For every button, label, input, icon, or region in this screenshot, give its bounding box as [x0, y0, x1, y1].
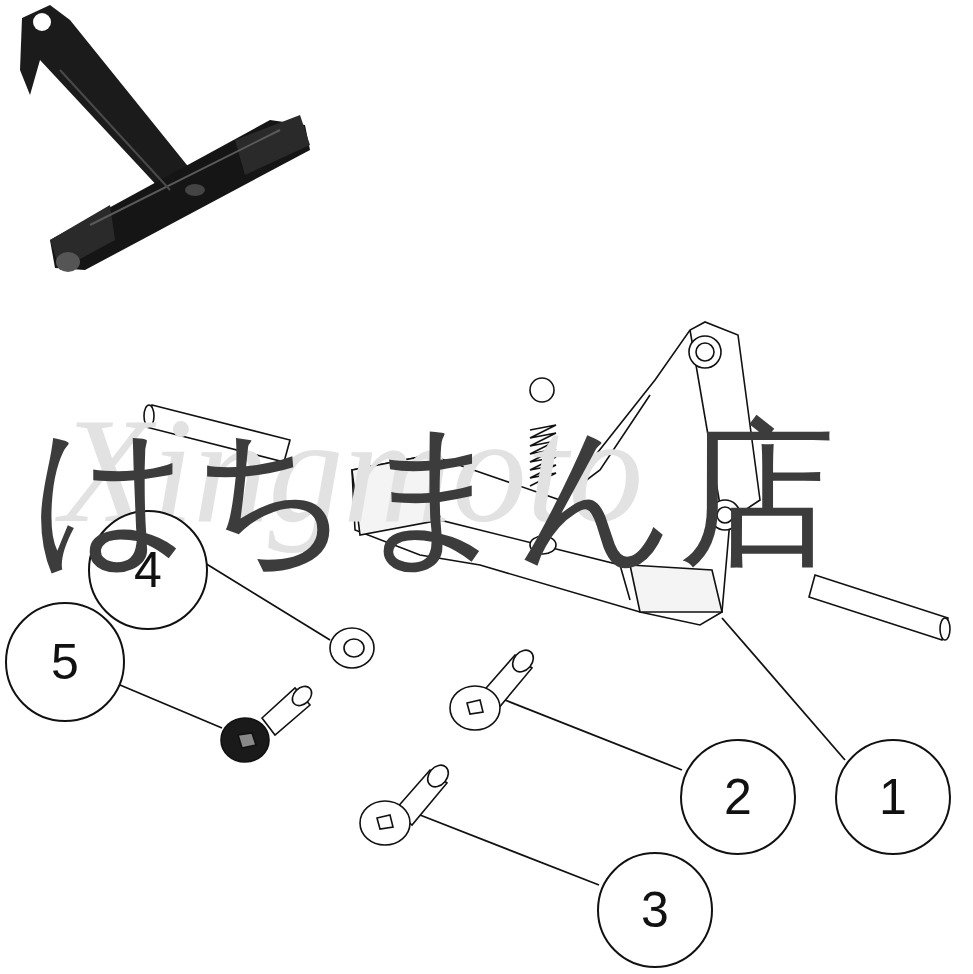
callout-circle: 3 [597, 852, 713, 968]
callout-number: 3 [641, 885, 669, 935]
callout-number: 5 [51, 637, 79, 687]
callout-circle: 5 [5, 602, 125, 722]
callout-circle: 2 [680, 739, 796, 855]
callout-circle: 1 [835, 739, 951, 855]
callout-number: 1 [879, 772, 907, 822]
callout-number: 2 [724, 772, 752, 822]
watermark-shop: はちまん店 [30, 415, 836, 573]
product-photo [20, 5, 310, 272]
leader-lines [120, 560, 845, 885]
